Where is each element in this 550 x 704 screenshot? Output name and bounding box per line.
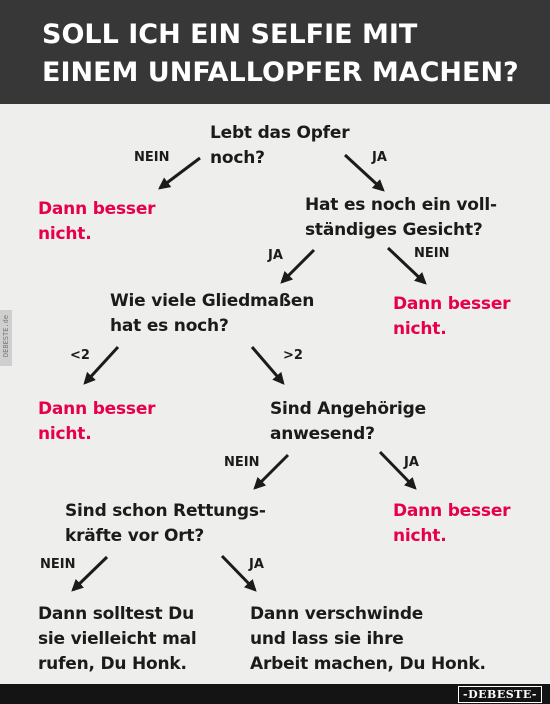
arrow-q2-no <box>386 246 427 285</box>
question-relatives: Sind Angehörige anwesend? <box>270 399 426 444</box>
result-relatives-present: Dann besser nicht. <box>393 501 511 546</box>
label-q1-no: NEIN <box>134 150 170 165</box>
question-limbs: Wie viele Gliedmaßen hat es noch? <box>110 291 315 336</box>
result-not-alive: Dann besser nicht. <box>38 199 156 244</box>
label-q1-yes: JA <box>372 150 387 165</box>
footer-bar: -DEBESTE- <box>0 684 550 704</box>
label-q4-yes: JA <box>404 455 419 470</box>
watermark-logo: -DEBESTE- <box>458 686 542 703</box>
label-q5-no: NEIN <box>40 557 76 572</box>
question-alive: Lebt das Opfer noch? <box>210 123 350 168</box>
label-q3-lt: <2 <box>70 348 90 363</box>
end-call-rescuers: Dann solltest Du sie vielleicht mal rufe… <box>38 604 197 674</box>
arrow-q5-yes <box>220 554 257 592</box>
arrow-q4-no <box>253 453 290 490</box>
header-bar: SOLL ICH EIN SELFIE MIT EINEM UNFALLOPFE… <box>0 0 550 104</box>
arrow-q1-yes <box>343 153 385 192</box>
label-q2-no: NEIN <box>414 246 450 261</box>
arrow-q3-gt <box>250 346 285 385</box>
end-leave: Dann verschwinde und lass sie ihre Arbei… <box>250 604 486 674</box>
arrow-q4-yes <box>378 450 417 490</box>
arrow-q3-lt <box>83 345 120 385</box>
arrow-q5-no <box>71 555 109 592</box>
arrow-q2-yes <box>280 248 316 284</box>
result-face-not-intact: Dann besser nicht. <box>393 294 511 339</box>
question-face-intact: Hat es noch ein voll- ständiges Gesicht? <box>305 195 497 240</box>
page-title: SOLL ICH EIN SELFIE MIT EINEM UNFALLOPFE… <box>42 19 519 88</box>
side-watermark: DEBESTE.de <box>0 310 12 366</box>
result-few-limbs: Dann besser nicht. <box>38 399 156 444</box>
label-q4-no: NEIN <box>224 455 260 470</box>
arrow-q1-no <box>158 156 201 190</box>
question-rescuers: Sind schon Rettungs- kräfte vor Ort? <box>65 501 266 546</box>
label-q5-yes: JA <box>249 557 264 572</box>
label-q2-yes: JA <box>268 248 283 263</box>
label-q3-gt: >2 <box>283 348 303 363</box>
